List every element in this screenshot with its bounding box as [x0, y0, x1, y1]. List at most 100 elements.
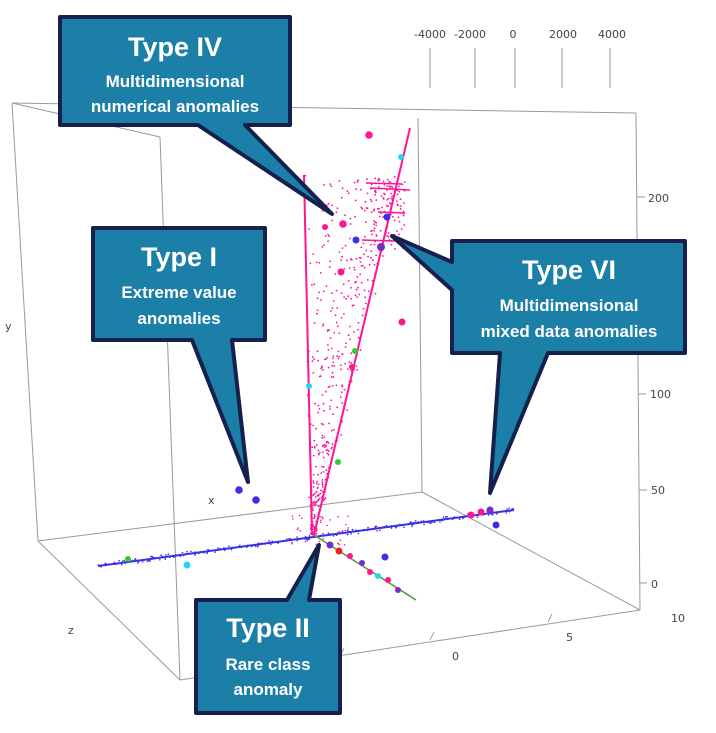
cloud-point [340, 292, 343, 294]
anomaly-point [381, 553, 389, 561]
cloud-point [331, 204, 333, 207]
cloud-point [388, 180, 390, 183]
cloud-point [319, 272, 322, 274]
cloud-point [304, 540, 307, 543]
cloud-point [379, 229, 382, 232]
cloud-point [391, 186, 394, 189]
cloud-point [316, 350, 319, 353]
cloud-point [337, 350, 340, 353]
cloud-point [333, 365, 336, 367]
anomaly-point [395, 587, 401, 593]
cloud-point [334, 273, 337, 275]
cloud-point [321, 490, 324, 493]
cloud-point [350, 297, 352, 300]
cloud-point [324, 358, 327, 360]
cloud-point [364, 200, 367, 203]
anomaly-point [335, 547, 343, 555]
cloud-point [340, 259, 343, 261]
cloud-point [190, 550, 192, 553]
cloud-point [347, 192, 350, 195]
cloud-point [336, 307, 339, 309]
cloud-point [320, 299, 322, 301]
cloud-point [374, 191, 377, 194]
anomaly-point [377, 243, 385, 251]
cloud-point [321, 486, 324, 488]
cloud-point [325, 285, 328, 287]
anomaly-point [183, 561, 191, 569]
anomaly-point [352, 348, 358, 354]
cloud-point [373, 220, 375, 222]
cloud-point [368, 263, 371, 266]
corner-tick-label: 10 [671, 612, 685, 625]
cloud-point [337, 543, 339, 545]
cloud-point [338, 530, 341, 533]
cloud-point [370, 211, 373, 214]
cloud-point [312, 517, 315, 520]
right-tick-label: 50 [651, 484, 665, 497]
cloud-point [376, 530, 378, 532]
cloud-point [386, 234, 388, 237]
magenta-tick-line [365, 182, 403, 185]
cloud-point [313, 439, 316, 442]
callout-type-iv: Type IV Multidimensional numerical anoma… [58, 15, 334, 216]
cloud-point [312, 509, 314, 512]
cloud-point [309, 262, 312, 265]
cloud-point [360, 206, 363, 209]
cloud-point [318, 497, 321, 500]
cloud-point [364, 235, 366, 238]
cloud-point [393, 176, 396, 178]
cloud-point [298, 514, 301, 517]
cloud-point [354, 281, 356, 284]
cloud-point [314, 504, 317, 506]
box-edge [635, 112, 641, 611]
cloud-point [329, 408, 331, 410]
anomaly-point [252, 496, 260, 504]
cloud-point [388, 185, 391, 188]
cloud-point [207, 548, 209, 551]
cloud-point [332, 376, 335, 378]
callout-type-i-shape [91, 226, 267, 484]
cloud-point [372, 259, 374, 262]
cloud-point [322, 471, 325, 473]
cloud-point [314, 515, 316, 518]
callout-type-vi: Type VI Multidimensional mixed data anom… [390, 234, 687, 495]
cloud-point [320, 472, 323, 474]
cloud-point [113, 561, 115, 564]
cloud-point [315, 543, 318, 546]
z-axis-label: z [68, 624, 74, 637]
top-tick-label: -2000 [454, 28, 486, 41]
cloud-point [359, 261, 362, 263]
cloud-point [311, 356, 314, 359]
cloud-point [334, 314, 337, 317]
cloud-point [288, 537, 290, 540]
cloud-point [344, 362, 347, 365]
cloud-point [230, 548, 233, 551]
cloud-point [379, 529, 381, 532]
cloud-point [368, 290, 370, 293]
cloud-point [312, 473, 315, 476]
cloud-point [360, 246, 363, 249]
cloud-point [291, 541, 293, 544]
cloud-point [403, 526, 405, 528]
cloud-point [339, 539, 342, 541]
cloud-point [375, 221, 378, 224]
box-edge [37, 540, 181, 681]
cloud-point [347, 515, 349, 518]
cloud-point [374, 292, 377, 295]
cloud-point [331, 357, 334, 360]
cloud-point [402, 214, 405, 217]
cloud-point [370, 230, 372, 233]
cloud-point [345, 342, 347, 345]
callout-type-i-title: Type I [141, 242, 217, 272]
anomaly-point [398, 318, 406, 326]
cloud-point [228, 545, 230, 547]
cloud-point [327, 366, 330, 369]
cloud-point [313, 500, 316, 503]
cloud-point [312, 372, 315, 374]
cloud-point [322, 517, 324, 520]
callout-type-i-line2: anomalies [137, 309, 220, 328]
cloud-point [356, 276, 359, 278]
cloud-point [360, 281, 363, 284]
cloud-point [397, 216, 400, 219]
cloud-point [312, 486, 315, 488]
